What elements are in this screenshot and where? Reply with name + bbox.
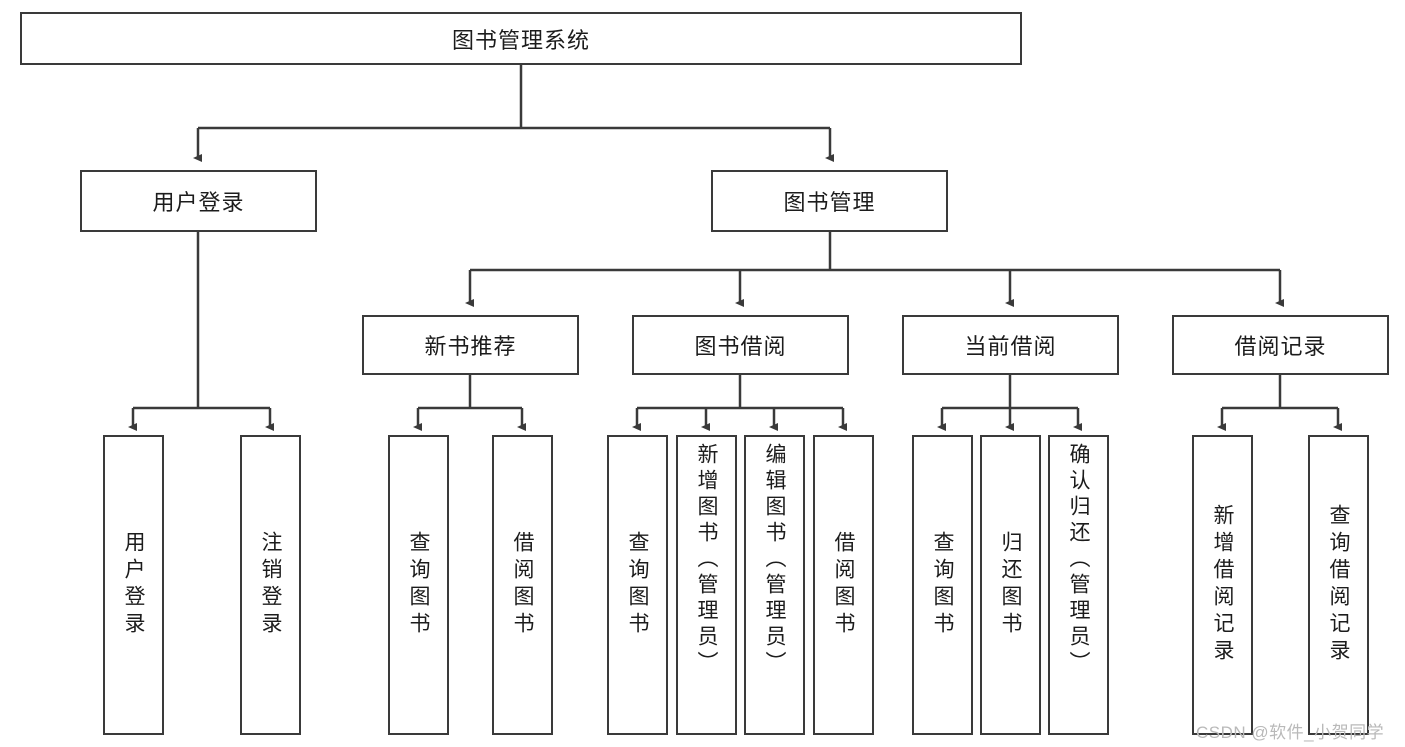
leaf-new-book-query-books[interactable]: 查询图书: [388, 435, 449, 735]
node-label: 新书推荐: [424, 334, 517, 359]
leaf-borrow-edit-book-admin[interactable]: 编辑图书（管理员）: [744, 435, 805, 735]
node-label: 图书借阅: [694, 334, 787, 359]
leaf-label: 查询借阅记录: [1327, 504, 1350, 666]
leaf-label: 新增图书（管理员）: [695, 443, 718, 677]
node-label: 图书管理: [783, 190, 876, 215]
leaf-new-book-borrow-books[interactable]: 借阅图书: [492, 435, 553, 735]
leaf-current-query-books[interactable]: 查询图书: [912, 435, 973, 735]
node-book-management-system[interactable]: 图书管理系统: [20, 12, 1022, 65]
leaf-record-add-record[interactable]: 新增借阅记录: [1192, 435, 1253, 735]
leaf-borrow-query-books[interactable]: 查询图书: [607, 435, 668, 735]
leaf-label: 查询图书: [931, 531, 954, 639]
node-current-borrowing[interactable]: 当前借阅: [902, 315, 1119, 375]
node-label: 图书管理系统: [451, 27, 590, 53]
leaf-current-return-books[interactable]: 归还图书: [980, 435, 1041, 735]
node-borrowing-record[interactable]: 借阅记录: [1172, 315, 1389, 375]
leaf-label: 借阅图书: [832, 531, 855, 639]
leaf-label: 新增借阅记录: [1211, 504, 1234, 666]
node-label: 借阅记录: [1234, 334, 1327, 359]
leaf-label: 查询图书: [626, 531, 649, 639]
node-user-login[interactable]: 用户登录: [80, 170, 317, 232]
leaf-borrow-borrow-books[interactable]: 借阅图书: [813, 435, 874, 735]
leaf-user-login-logout[interactable]: 注销登录: [240, 435, 301, 735]
csdn-watermark: CSDN @软件_小贺同学: [1196, 723, 1385, 742]
leaf-label: 确认归还（管理员）: [1067, 443, 1090, 677]
leaf-current-confirm-return-admin[interactable]: 确认归还（管理员）: [1048, 435, 1109, 735]
leaf-record-query-record[interactable]: 查询借阅记录: [1308, 435, 1369, 735]
node-book-borrowing[interactable]: 图书借阅: [632, 315, 849, 375]
leaf-user-login-login[interactable]: 用户登录: [103, 435, 164, 735]
node-label: 当前借阅: [964, 334, 1057, 359]
leaf-label: 借阅图书: [511, 531, 534, 639]
node-new-book-recommendation[interactable]: 新书推荐: [362, 315, 579, 375]
leaf-label: 查询图书: [407, 531, 430, 639]
leaf-label: 用户登录: [122, 531, 145, 639]
leaf-borrow-add-book-admin[interactable]: 新增图书（管理员）: [676, 435, 737, 735]
node-label: 用户登录: [152, 190, 245, 215]
leaf-label: 注销登录: [259, 531, 282, 639]
leaf-label: 编辑图书（管理员）: [763, 443, 786, 677]
leaf-label: 归还图书: [999, 531, 1022, 639]
node-book-management[interactable]: 图书管理: [711, 170, 948, 232]
